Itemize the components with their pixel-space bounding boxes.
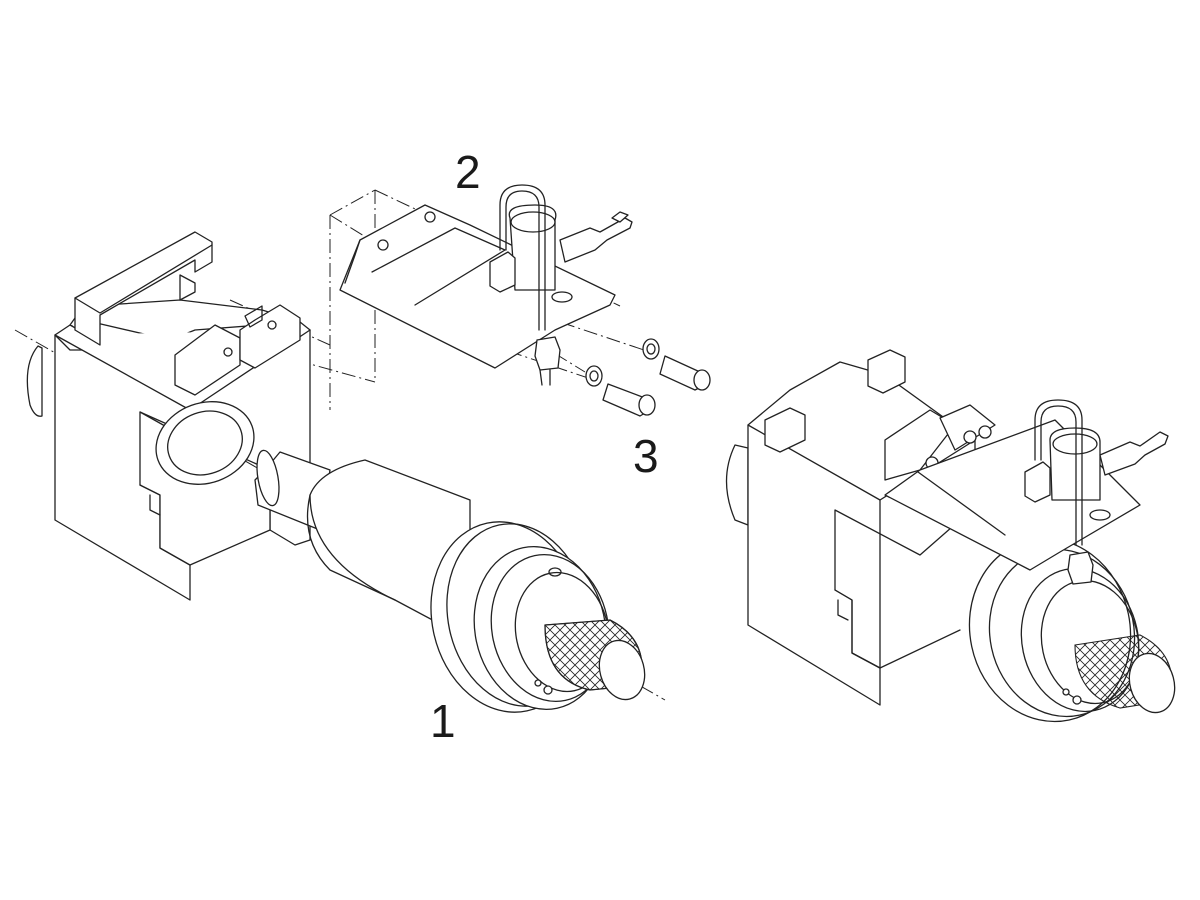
assembled-housing (725, 349, 996, 706)
assembled-spindle (968, 537, 1176, 723)
assembled-bracket (884, 399, 1169, 585)
lubrication-bracket (339, 184, 633, 386)
assembled-view (725, 349, 1176, 723)
exploded-view (14, 184, 711, 713)
spindle-unit (254, 449, 646, 713)
housing-block (26, 231, 311, 601)
callout-3: 3 (633, 430, 659, 482)
screws-and-washers (585, 338, 711, 417)
callout-2: 2 (455, 146, 481, 198)
callout-1: 1 (430, 695, 456, 747)
